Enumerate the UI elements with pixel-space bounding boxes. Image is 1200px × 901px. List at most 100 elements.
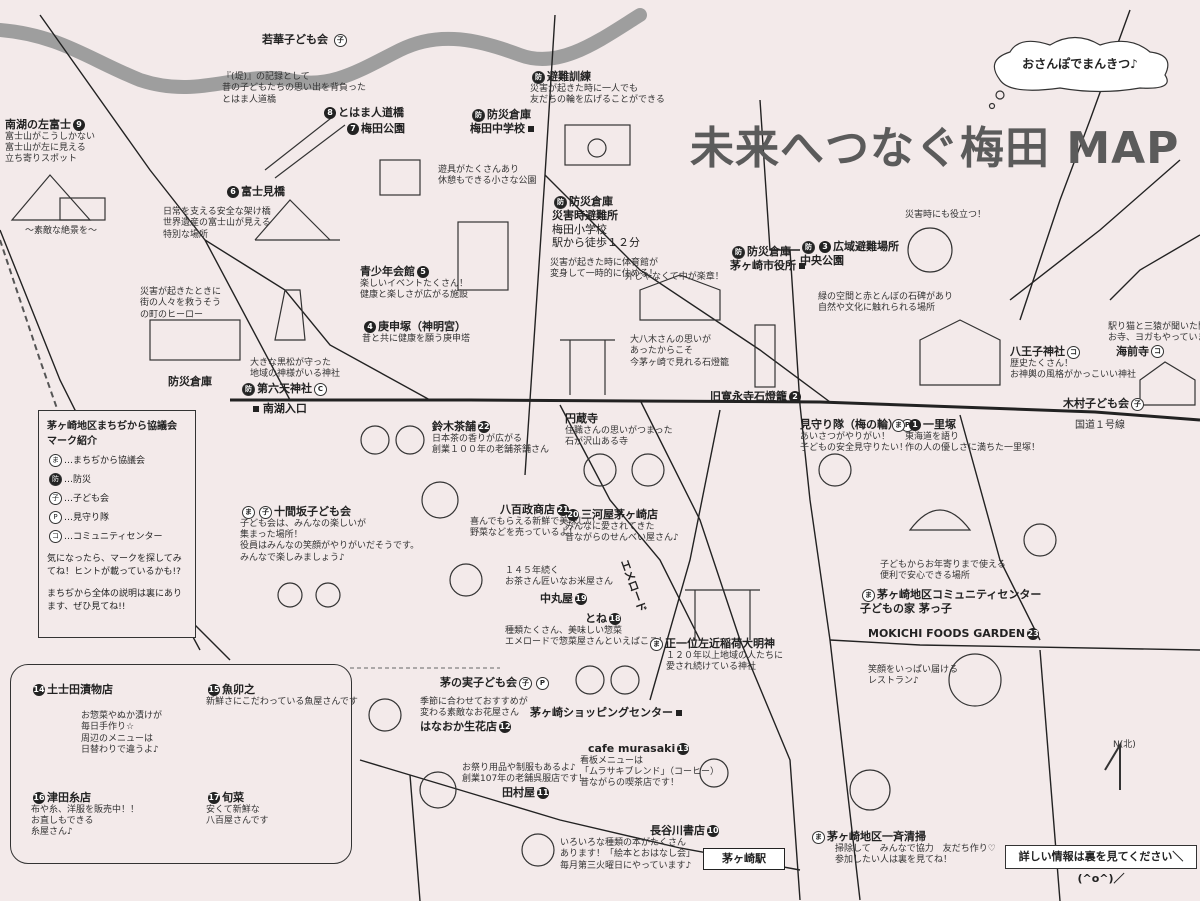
p7-desc: 遊具がたくさんあり 休憩もできる小さな公園 [438,165,537,187]
place-nanko[interactable]: 南湖入口 [250,402,307,416]
face-drawing-5 [699,758,729,788]
face-drawing-8 [610,665,640,695]
compass-drawing [1104,741,1121,790]
ichirizuka-drawing [908,509,972,531]
place-enzo[interactable]: 円蔵寺 住職さんの思いがつまった 石が沢山ある寺 [565,412,673,447]
building-drawing [59,197,106,221]
bousai-mark-icon: 防 [472,108,485,122]
torii-drawing [560,339,615,395]
lantern-drawing [754,324,776,388]
speech-cloud: おさんぽでまんきつ♪ [990,45,1170,85]
face-drawing-10 [421,481,459,519]
face-drawing-4 [521,833,555,867]
kaizen-drawing [1139,361,1196,406]
place-station[interactable]: 茅ヶ崎駅 [703,848,785,870]
road-7 [639,399,801,901]
place-kimura[interactable]: 木村子ども会子 [1063,397,1146,411]
bousai-mark-icon: 防 [532,70,545,84]
machi-mark-icon: ま [812,830,825,844]
road-19 [189,619,231,661]
info-button[interactable]: 詳しい情報は裏を見てください＼(^o^)／ [1005,845,1197,885]
place-chigasaki-city[interactable]: 防防災倉庫 茅ヶ崎市役所 [730,245,805,273]
road-8 [559,404,701,641]
place-hachioji[interactable]: 八王子神社コ 歴史たくさん！ お神輿の風格がかっこいい神社 [1010,345,1137,380]
inari-drawing [685,589,760,640]
face-drawing-3 [419,771,457,809]
road-9 [649,409,721,701]
face-drawing-15 [818,453,852,487]
legend-panel: 茅ヶ崎地区まちぢから協議会 マーク紹介 ま…まちぢから協議会 防…防災 子…子ど… [38,410,196,638]
legend-item-kodomo: 子…子ども会 [47,491,187,505]
youth-hall-drawing [457,221,509,291]
p3-desc: 緑の空間と赤とんぼの石碑があり 自然や文化に触れられる場所 [818,292,954,314]
place-inari[interactable]: ま正一位左近稲荷大明神 １２０年以上地域の人たちに 愛され続けている神社 [648,637,783,673]
legend-item-community: コ…コミュニティセンター [47,529,187,543]
road-1 [524,14,556,476]
place-hinan[interactable]: 防避難訓練 災害が起きた時に一人でも 友だちの輪を広げることができる [530,70,665,105]
p6-desc: 日常を支える安全な架け橋 世界遺産の富士山が見える 特別な場所 [163,207,271,240]
legend-note-1: 気になったら、マークを探してみてね！ヒントが載っているかも!? [47,554,182,577]
machi-mark-icon: ま [650,637,663,651]
place-wakaba[interactable]: 若華子ども会 子 [262,33,349,47]
gym-desc: 災害が起きた時に体育館が 変身して一時的に住める！ [550,258,659,280]
bridge-drawing [264,114,346,179]
road-3 [204,239,291,401]
dairokuten-desc: 大きな黒松が守った 地域の神様がいる神社 [250,358,341,380]
face-drawing-1 [948,653,1002,707]
community-mark-icon: コ [1151,345,1164,358]
road-11 [1009,159,1181,301]
face-drawing-13 [360,425,390,455]
kodomo-mark-icon: 子 [259,505,272,519]
place-juken[interactable]: ま子十間坂子ども会 子ども会は、みんなの楽しいが 集まった場所！ 役員はみんなの… [240,505,420,563]
legend-item-machi: ま…まちぢから協議会 [47,453,187,467]
p3-caption: 災害時にも役立つ！ [905,210,987,220]
hero-tree-drawing [274,289,306,341]
place-bousai1[interactable]: 防防災倉庫 梅田中学校 [470,108,534,136]
road-main [230,398,1200,422]
road-2 [39,14,431,401]
place-bousai3[interactable]: 防災倉庫 [168,375,212,388]
hachioji-drawing [919,319,1001,386]
face-drawing-6 [368,698,402,732]
place-seiso[interactable]: ま茅ヶ崎地区一斉清掃 掃除して みんなで協力 友だち作り♡ 参加したい人は裏を見… [810,830,996,866]
p9-caption: 〜素敵な絶景を〜 [25,226,98,236]
road-4 [544,174,831,403]
place-community[interactable]: ま茅ヶ崎地区コミュニティセンター 子どもの家 茅っ子 [860,588,1042,615]
place-bousai2[interactable]: 防防災倉庫 災害時避難所 梅田小学校 駅から徒歩１２分 [552,195,640,250]
legend-title: 茅ヶ崎地区まちぢから協議会 マーク紹介 [47,421,177,447]
school-drawing [564,124,631,166]
road-16 [959,414,1041,641]
legend-item-mimamori: P…見守り隊 [47,510,187,524]
park-drawing [379,159,421,196]
place-shopping[interactable]: 茅ヶ崎ショッピングセンター [530,706,682,720]
face-drawing-14 [395,425,425,455]
bousai-mark-icon: 防 [242,382,255,396]
